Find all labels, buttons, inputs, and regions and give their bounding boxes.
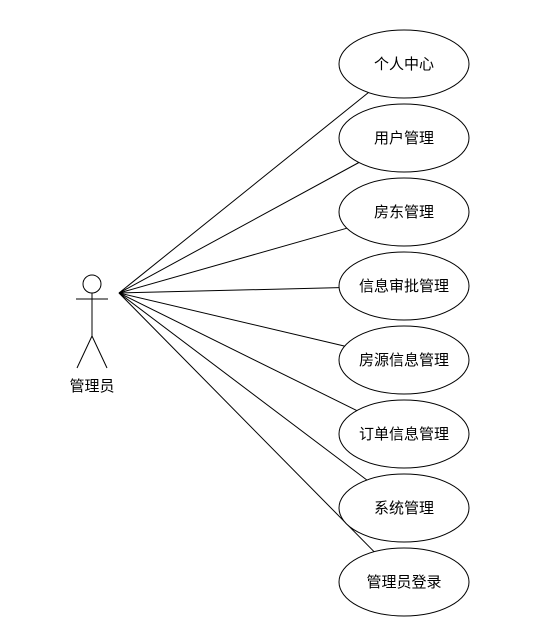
actor-admin: 管理员 bbox=[69, 274, 115, 395]
use-case-2: 用户管理 bbox=[338, 103, 470, 173]
actor-head bbox=[82, 274, 102, 294]
association-line-5 bbox=[118, 292, 345, 347]
actor-right-leg bbox=[91, 335, 108, 369]
association-line-7 bbox=[118, 292, 368, 481]
use-case-5: 房源信息管理 bbox=[338, 325, 470, 395]
association-lines bbox=[118, 92, 375, 553]
actor-label: 管理员 bbox=[69, 377, 114, 395]
use-case-3: 房东管理 bbox=[338, 177, 470, 247]
use-case-3-label: 房东管理 bbox=[374, 203, 434, 221]
use-case-7: 系统管理 bbox=[338, 473, 470, 543]
use-case-6: 订单信息管理 bbox=[338, 399, 470, 469]
association-line-2 bbox=[118, 162, 360, 294]
use-case-8-ellipse bbox=[338, 547, 470, 617]
use-case-7-ellipse bbox=[338, 473, 470, 543]
use-case-6-ellipse bbox=[338, 399, 470, 469]
use-case-6-label: 订单信息管理 bbox=[359, 425, 449, 443]
use-case-4-ellipse bbox=[338, 251, 470, 321]
use-case-5-ellipse bbox=[338, 325, 470, 395]
use-case-3-ellipse bbox=[338, 177, 470, 247]
association-line-4 bbox=[118, 287, 340, 294]
use-case-8-label: 管理员登录 bbox=[366, 573, 441, 591]
use-case-1-label: 个人中心 bbox=[374, 55, 434, 73]
association-line-3 bbox=[118, 227, 348, 294]
use-case-5-label: 房源信息管理 bbox=[359, 351, 449, 369]
use-case-8: 管理员登录 bbox=[338, 547, 470, 617]
use-case-2-label: 用户管理 bbox=[374, 129, 434, 147]
association-line-1 bbox=[118, 92, 369, 294]
use-case-4: 信息审批管理 bbox=[338, 251, 470, 321]
use-case-1: 个人中心 bbox=[338, 29, 470, 99]
use-case-7-label: 系统管理 bbox=[374, 499, 434, 517]
association-line-8 bbox=[118, 292, 375, 553]
association-line-6 bbox=[118, 292, 358, 412]
use-case-1-ellipse bbox=[338, 29, 470, 99]
actor-left-leg bbox=[76, 335, 93, 369]
use-case-2-ellipse bbox=[338, 103, 470, 173]
use-case-4-label: 信息审批管理 bbox=[359, 277, 449, 295]
